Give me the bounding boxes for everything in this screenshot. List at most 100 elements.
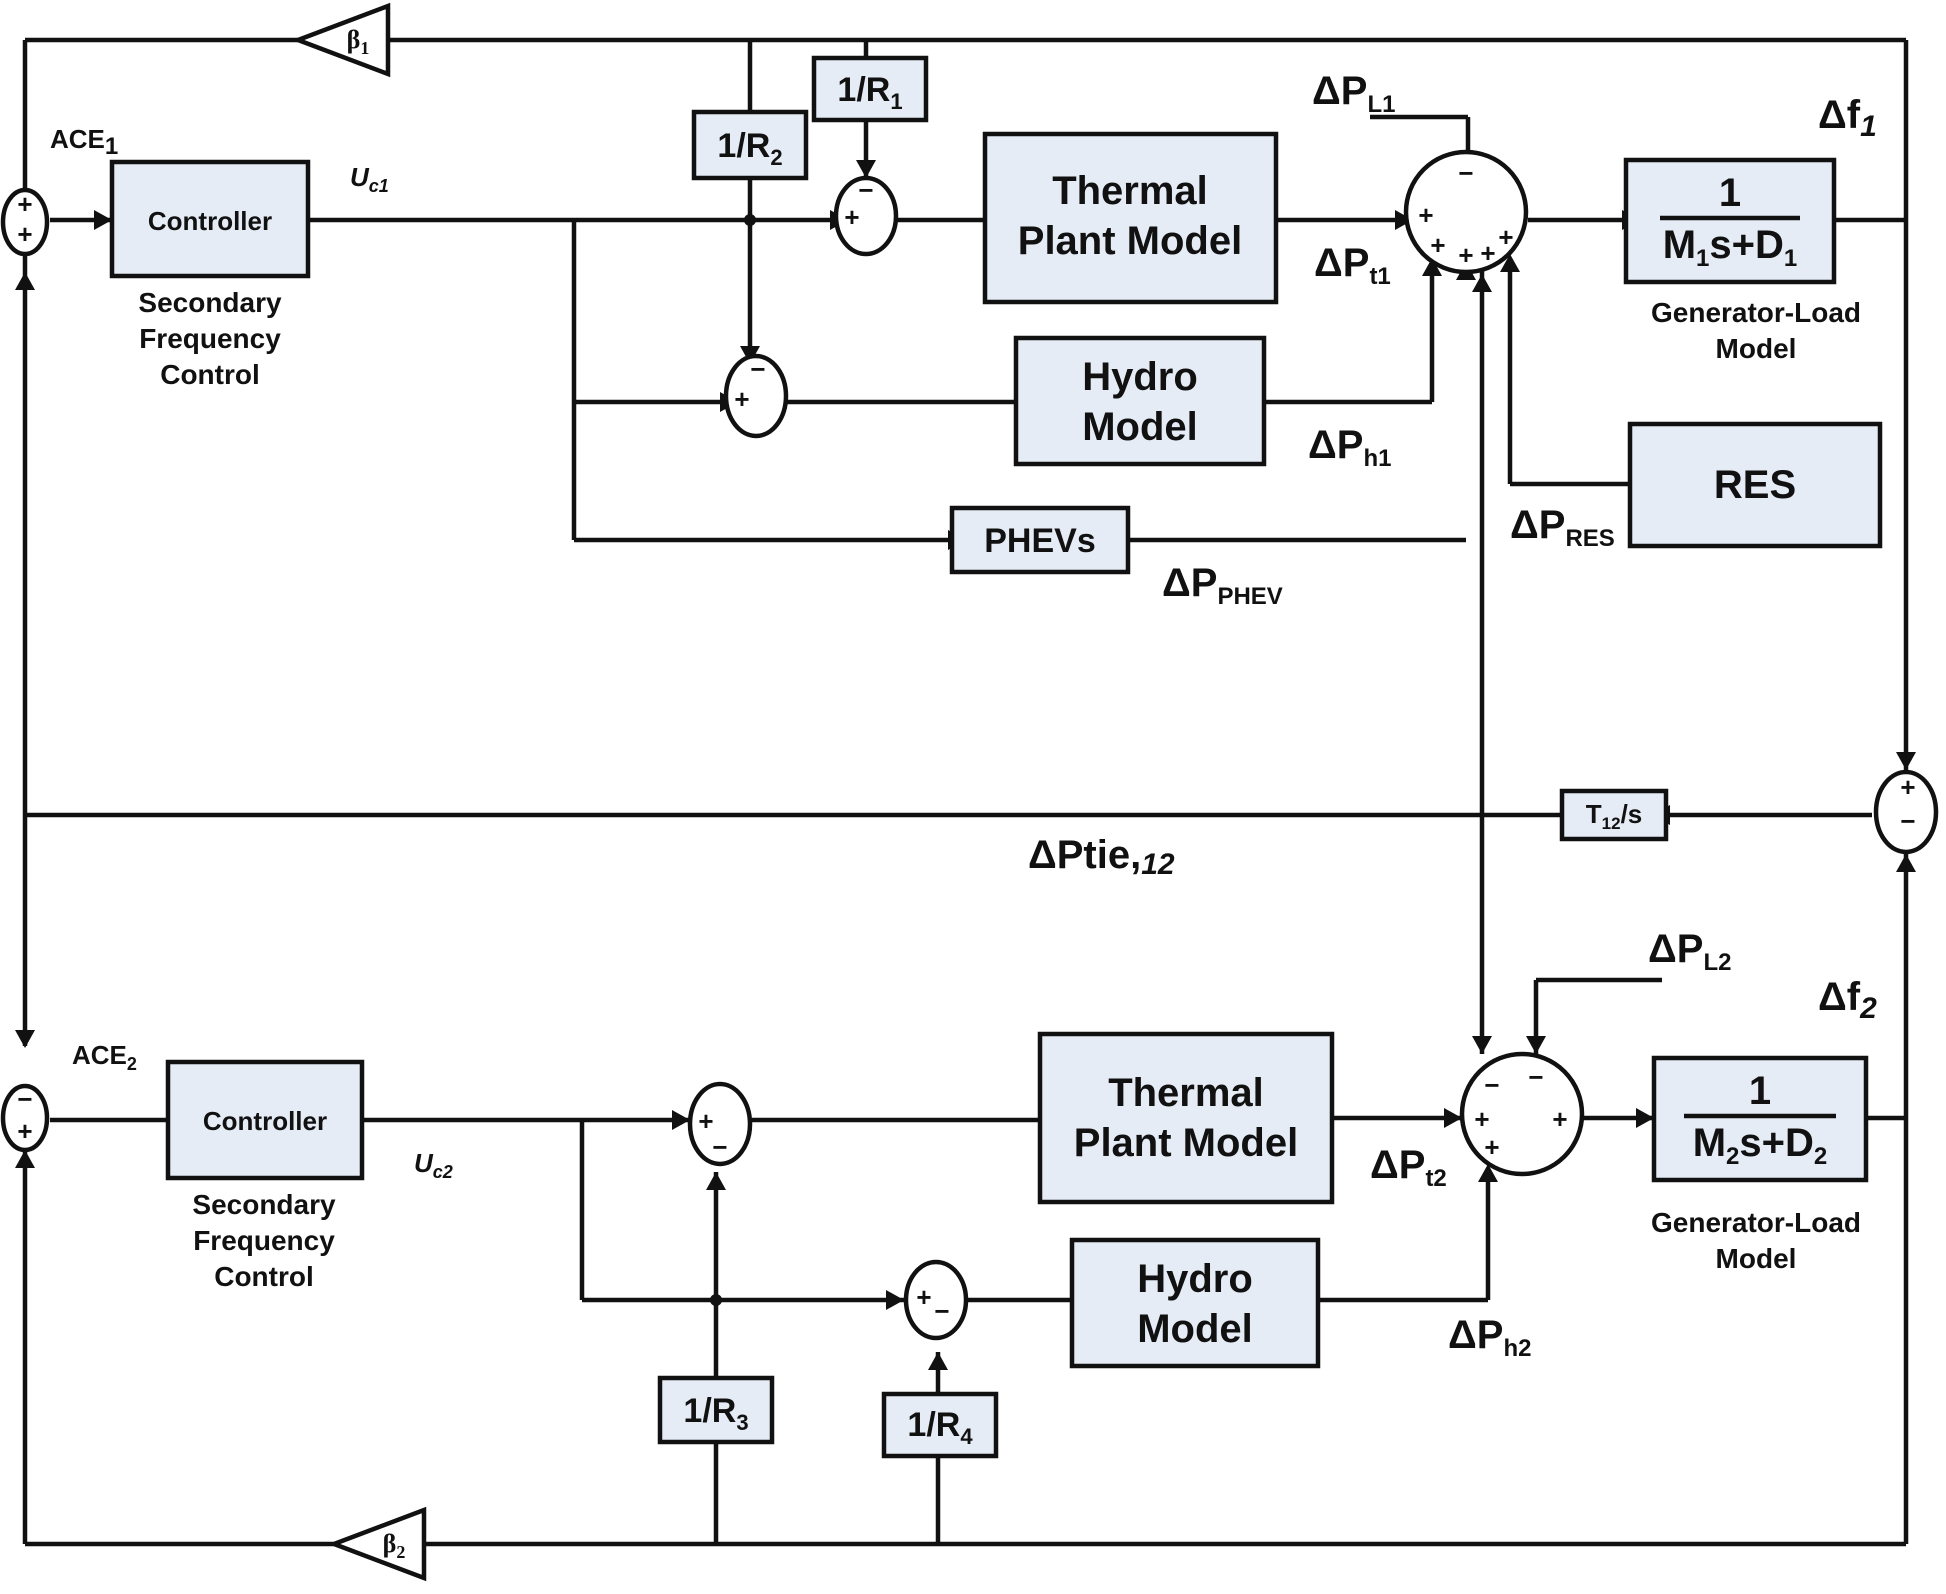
area2-r4-label: 1/R4	[907, 1406, 973, 1449]
area2-thermal-sum-plus: +	[698, 1106, 713, 1136]
area2-hydro-summing-junction	[903, 1259, 969, 1341]
area1-hydro-label-2: Model	[1082, 405, 1198, 449]
area1-hydro-block	[1013, 335, 1267, 467]
area2-r3-label: 1/R3	[683, 1392, 748, 1435]
area2-hydro-label-2: Model	[1137, 1307, 1253, 1351]
ace1-label: ACE1	[50, 124, 118, 160]
area1-thermal-plant-block	[982, 131, 1279, 305]
ace2-sum-plus: +	[17, 1116, 32, 1146]
area2-psum-plus-left: +	[1474, 1104, 1489, 1134]
area2-gen-numerator: 1	[1749, 1069, 1771, 1113]
area2-beta-label: β2	[383, 1529, 406, 1562]
tie-power-label: ΔPtie,12	[1028, 833, 1175, 881]
area2-r3-block	[657, 1375, 775, 1445]
area2-thermal-plant-block	[1037, 1031, 1335, 1205]
area1-wires	[22, 37, 1909, 1054]
area1-secondary-caption-3: Control	[160, 359, 260, 390]
area2-hydro-sum-minus: −	[934, 1296, 949, 1326]
ace2-label: ACE2	[72, 1040, 137, 1074]
area1-thermal-sum-minus: −	[858, 175, 873, 205]
area2-secondary-caption-2: Frequency	[193, 1225, 335, 1256]
area2-psum-minus-b: −	[1528, 1062, 1543, 1092]
area2-dpt-label: ΔPt2	[1370, 1143, 1447, 1192]
area2-gen-caption-1: Generator-Load	[1651, 1207, 1861, 1238]
area1-dpres-label: ΔPRES	[1510, 503, 1615, 552]
area1-psum-plus-a: +	[1430, 230, 1445, 260]
area1-dpl-label: ΔPL1	[1312, 69, 1395, 118]
ace2-sum-minus: −	[17, 1084, 32, 1114]
area1-secondary-caption-2: Frequency	[139, 323, 281, 354]
area1-psum-minus: −	[1458, 158, 1473, 188]
tie-sum-plus: +	[1900, 772, 1915, 802]
area1-hydro-sum-minus: −	[750, 354, 765, 384]
area2-df-label: Δf2	[1818, 975, 1877, 1025]
area1-hydro-sum-plus: +	[734, 384, 749, 414]
area1-gen-numerator: 1	[1719, 171, 1741, 215]
area1-dpt-label: ΔPt1	[1314, 241, 1391, 290]
area1-gen-denominator: M1s+D1	[1663, 223, 1798, 272]
area2-controller-label: Controller	[203, 1106, 327, 1136]
area2-beta-gain	[327, 1506, 427, 1582]
area2-secondary-caption-1: Secondary	[192, 1189, 336, 1220]
area2-thermal-label-2: Plant Model	[1074, 1121, 1298, 1165]
area2-gen-denominator: M2s+D2	[1693, 1121, 1828, 1170]
area1-beta-label: β1	[347, 25, 370, 58]
area1-psum-plus-b: +	[1458, 240, 1473, 270]
area2-power-summing-junction	[1459, 1051, 1585, 1177]
ace2-summing-junction	[0, 1083, 50, 1153]
ace1-summing-junction	[0, 187, 50, 257]
area1-gen-caption-1: Generator-Load	[1651, 297, 1861, 328]
junction-dots	[710, 214, 756, 1306]
area1-r1-block	[811, 55, 929, 123]
area2-secondary-caption-3: Control	[214, 1261, 314, 1292]
area1-hydro-summing-junction	[723, 353, 789, 439]
area1-r2-label: 1/R2	[717, 127, 782, 170]
area1-secondary-caption-1: Secondary	[138, 287, 282, 318]
area2-thermal-label-1: Thermal	[1108, 1071, 1264, 1115]
area1-thermal-summing-junction	[833, 175, 899, 257]
area1-controller-label: Controller	[148, 206, 272, 236]
area1-phevs-label: PHEVs	[984, 522, 1096, 560]
area1-psum-plus-c: +	[1480, 238, 1495, 268]
area2-psum-plus-right: +	[1552, 1104, 1567, 1134]
area1-blocks: + + ACE1 Controller Secondary Frequency …	[0, 2, 1883, 610]
area2-hydro-label-1: Hydro	[1137, 1257, 1253, 1301]
area2-thermal-sum-minus: −	[712, 1132, 727, 1162]
tie-block	[1559, 788, 1669, 842]
area1-uc-label: Uc1	[350, 162, 389, 196]
area2-thermal-summing-junction	[687, 1081, 753, 1167]
area1-psum-plus-left: +	[1418, 200, 1433, 230]
area1-hydro-label-1: Hydro	[1082, 355, 1198, 399]
area1-df-label: Δf1	[1818, 93, 1877, 143]
ace1-sum-plus-top: +	[17, 189, 32, 219]
area2-gen-caption-2: Model	[1716, 1243, 1797, 1274]
area1-psum-plus-d: +	[1498, 222, 1513, 252]
tie-line-group: + − T12/s ΔPtie,12	[1028, 769, 1939, 881]
area2-generator-load-block	[1651, 1055, 1869, 1183]
area2-hydro-sum-plus: +	[916, 1282, 931, 1312]
area1-power-summing-junction	[1403, 149, 1529, 275]
area1-thermal-label-1: Thermal	[1052, 169, 1208, 213]
area1-phevs-block	[949, 505, 1131, 575]
area2-uc-label: Uc2	[414, 1148, 453, 1182]
area1-thermal-sum-plus: +	[844, 202, 859, 232]
tie-sum-minus: −	[1900, 806, 1915, 836]
ace1-sum-plus-bottom: +	[17, 219, 32, 249]
tie-block-label: T12/s	[1586, 799, 1643, 833]
area2-psum-plus-bottom: +	[1484, 1132, 1499, 1162]
area1-controller-block	[109, 159, 311, 279]
area2-blocks: − + ACE2 Controller Secondary Frequency …	[0, 927, 1877, 1582]
area1-beta-gain	[291, 2, 391, 78]
area2-controller-block	[165, 1059, 365, 1181]
area2-r4-block	[881, 1391, 999, 1459]
tie-summing-junction	[1873, 769, 1939, 855]
area1-r2-block	[691, 109, 809, 181]
area2-dph-label: ΔPh2	[1448, 1313, 1531, 1362]
area2-dpl-label: ΔPL2	[1648, 927, 1731, 976]
area1-dpphev-label: ΔPPHEV	[1162, 561, 1283, 610]
area1-generator-load-block	[1623, 157, 1837, 285]
area1-dph-label: ΔPh1	[1308, 423, 1391, 472]
area1-res-label: RES	[1714, 463, 1796, 507]
area1-thermal-label-2: Plant Model	[1018, 219, 1242, 263]
